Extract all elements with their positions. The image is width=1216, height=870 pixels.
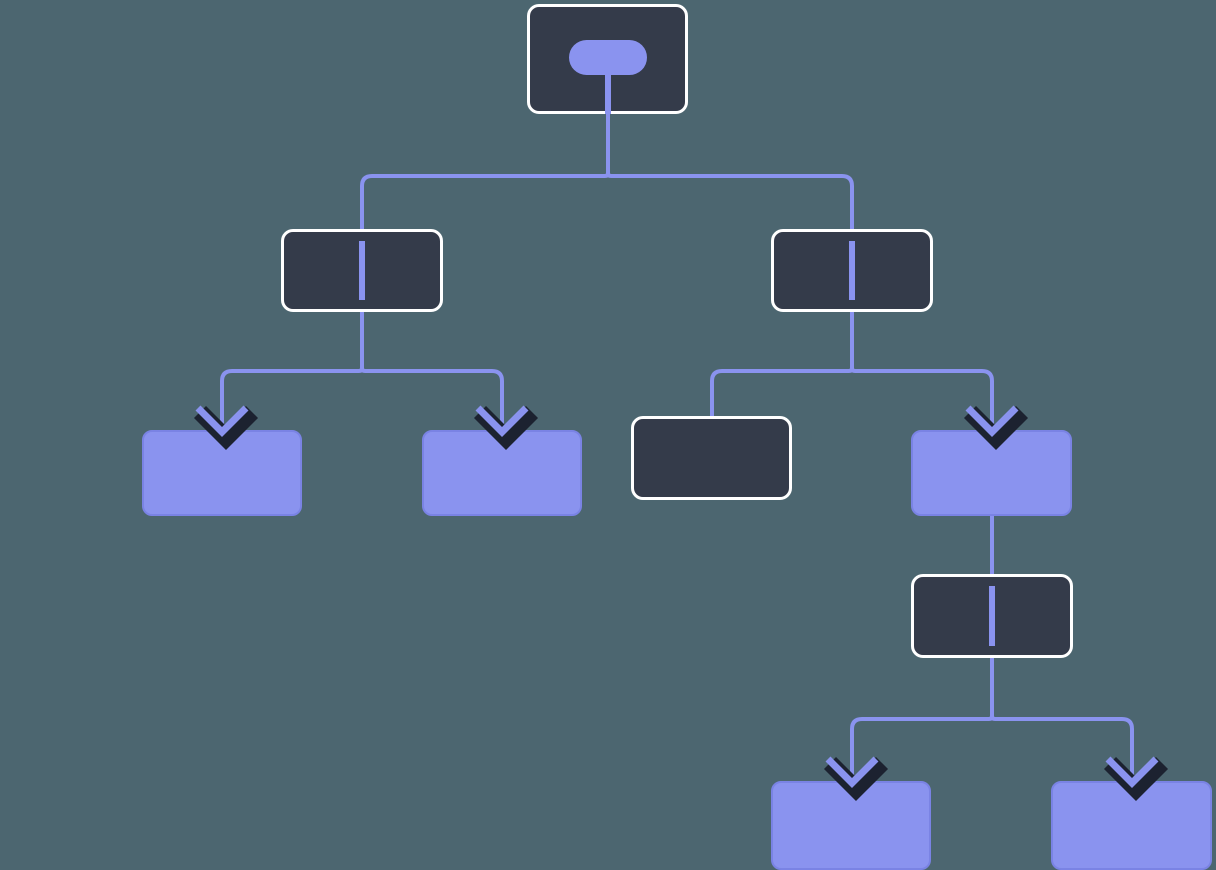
tree-node-l5-a[interactable] xyxy=(771,781,931,870)
node-inner-connector-overlay xyxy=(849,241,855,300)
tree-node-l3-d[interactable] xyxy=(911,430,1072,516)
tree-node-l5-b[interactable] xyxy=(1051,781,1212,870)
tree-node-l3-b[interactable] xyxy=(422,430,582,516)
root-pill-stem xyxy=(605,57,611,114)
root-node-pill-indicator[interactable] xyxy=(569,40,647,75)
node-inner-connector-overlay xyxy=(359,241,365,300)
node-inner-connector-overlay xyxy=(989,586,995,646)
tree-node-l3-c[interactable] xyxy=(631,416,792,500)
tree-node-l3-a[interactable] xyxy=(142,430,302,516)
